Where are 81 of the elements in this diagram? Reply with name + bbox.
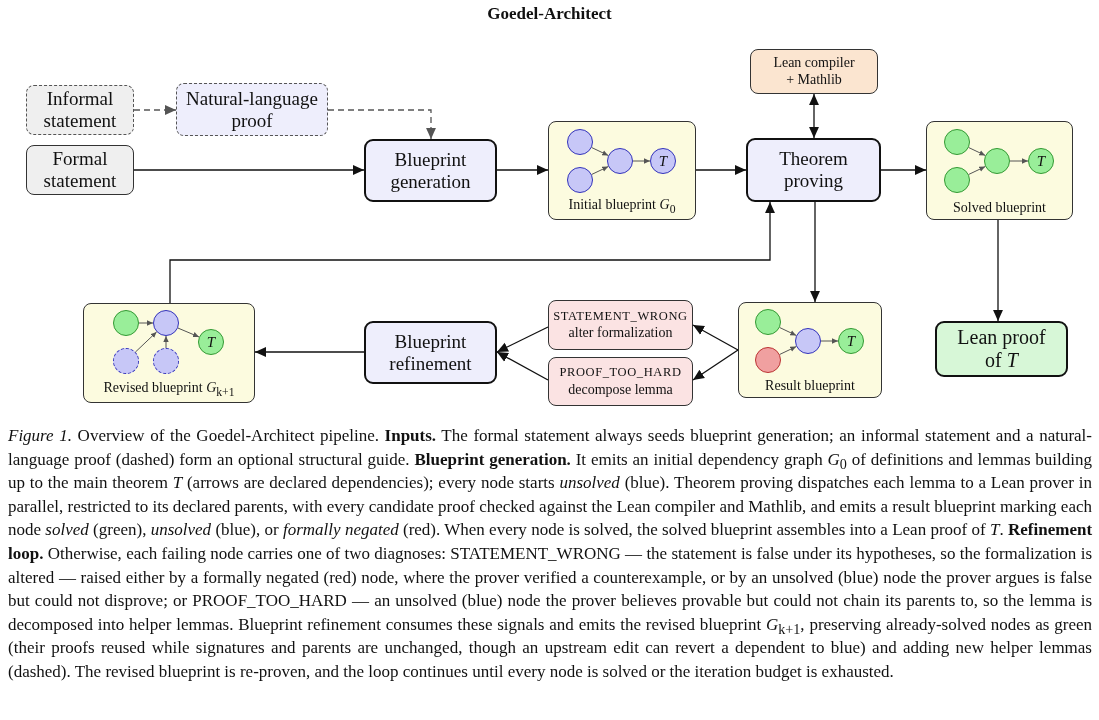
graph-node-circle [795, 328, 821, 354]
node-symbol: T [206, 334, 216, 350]
arrow [177, 327, 200, 338]
panel-caption: Revised blueprint G$_{k+1}$ [102, 379, 236, 399]
arrow [496, 351, 549, 381]
node-label: Lean proof of T [956, 326, 1047, 372]
node-label: Natural-language proof [185, 87, 319, 132]
process-box [746, 138, 881, 202]
node-label: Formal statement [42, 148, 118, 192]
arrow [993, 219, 1003, 322]
diagnosis-box [548, 357, 693, 406]
node-label: Informal statement [42, 88, 118, 132]
title: Goedel-Architect [486, 4, 613, 24]
arrow [133, 105, 177, 115]
node-symbol: T [1036, 153, 1046, 169]
diagnosis-label: alter formalization [568, 325, 673, 342]
node-label: Blueprint generation [389, 148, 472, 193]
node-label: Blueprint refinement [388, 330, 473, 375]
blueprint-panel [83, 303, 255, 403]
arrow [591, 147, 609, 156]
graph-node-circle [944, 129, 970, 155]
arrow [968, 166, 986, 175]
arrow [134, 331, 158, 353]
input-box [26, 145, 134, 195]
input-box [26, 85, 134, 135]
graph-node-circle [650, 148, 676, 174]
graph-node-circle [755, 309, 781, 335]
diagnosis-code: PROOF_TOO_HARD [559, 365, 682, 380]
arrow [632, 158, 651, 164]
arrow [327, 109, 436, 140]
arrow [496, 326, 549, 353]
blueprint-panel [926, 121, 1073, 220]
graph-node-circle [198, 329, 224, 355]
arrow [591, 166, 609, 175]
graph-node-circle [567, 129, 593, 155]
node-symbol: T [846, 333, 856, 349]
result-box [935, 321, 1068, 377]
arrow [810, 201, 820, 303]
arrow [1009, 158, 1029, 164]
graph-node-circle [838, 328, 864, 354]
arrow [692, 349, 739, 381]
arrow [163, 335, 169, 349]
arrow [692, 324, 739, 351]
graph-node-circle [567, 167, 593, 193]
arrow [820, 338, 839, 344]
arrow [169, 201, 775, 304]
graph-node-circle [153, 348, 179, 374]
process-box [364, 321, 497, 384]
arrow [779, 327, 797, 336]
tool-box [750, 49, 878, 94]
panel-caption: Solved blueprint [952, 199, 1047, 216]
diagnosis-box [548, 300, 693, 350]
process-box [364, 139, 497, 202]
node-label: Theorem proving [778, 148, 849, 192]
arrow [695, 165, 747, 175]
diagnosis-label: decompose lemma [568, 381, 673, 398]
input-box [176, 83, 328, 136]
graph-node-circle [607, 148, 633, 174]
graph-node-circle [1028, 148, 1054, 174]
panel-caption: Initial blueprint G$_{0}$ [567, 196, 677, 216]
panel-caption: Result blueprint [764, 377, 856, 394]
arrow [779, 346, 797, 355]
arrow [133, 165, 365, 175]
arrow [496, 165, 549, 175]
arrow [138, 320, 154, 326]
blueprint-panel [738, 302, 882, 398]
arrow [968, 147, 986, 156]
node-symbol: T [658, 153, 668, 169]
node-label: Lean compiler + Mathlib [772, 55, 856, 88]
diagnosis-code: STATEMENT_WRONG [553, 308, 688, 324]
graph-node-circle [755, 347, 781, 373]
graph-node-circle [113, 310, 139, 336]
arrow [880, 165, 927, 175]
graph-node-circle [944, 167, 970, 193]
graph-node-circle [113, 348, 139, 374]
graph-node-circle [153, 310, 179, 336]
blueprint-panel [548, 121, 696, 220]
arrow [254, 347, 365, 357]
figure-caption: Figure 1. Overview of the Goedel-Architect pipeline. Inputs. The formal statement always seeds blueprint generation; an informal statement and a natural-language proof (dashed) form an optional structural guide. Blueprint generation. It emits an initial dependency graph G$_{0}$ of definitions and lemmas building up to the main theorem T (arrows are declared dependencies); every node starts unsolved (blue). Theorem proving dispatches each lemma to a Lean prover in parallel, restricted to its declared parents, with every candidate proof checked against the Lean compiler and Mathlib, and emits a result blueprint marking each node solved (green), unsolved (blue), or formally negated (red). When every node is solved, the solved blueprint assembles into a Lean proof of T. Refinement loop. Otherwise, each failing node carries one of two diagnoses: STATEMENT_WRONG — the statement is false under its hypotheses, so the formalization is altered — raised either by a formally negated (red) node, where the prover verified a counterexample, or by an unsolved (blue) node the prover argues is false but could not disprove; or PROOF_TOO_HARD — an unsolved (blue) node the prover believes provable but could not chain its parents to, so the lemma is decomposed into helper lemmas. Blueprint refinement consumes these signals and emits the revised blueprint G$_{k+1}$, preserving already-solved nodes as green (their proofs reused while signatures and parents are unchanged, though an upstream edit can revert a dependent to blue) and adding new helper lemmas (dashed). The revised blueprint is re-proven, and the loop continues until every node is solved or the iteration budget is exhausted. [8, 425, 1092, 683]
graph-node-circle [984, 148, 1010, 174]
arrow [809, 93, 819, 139]
